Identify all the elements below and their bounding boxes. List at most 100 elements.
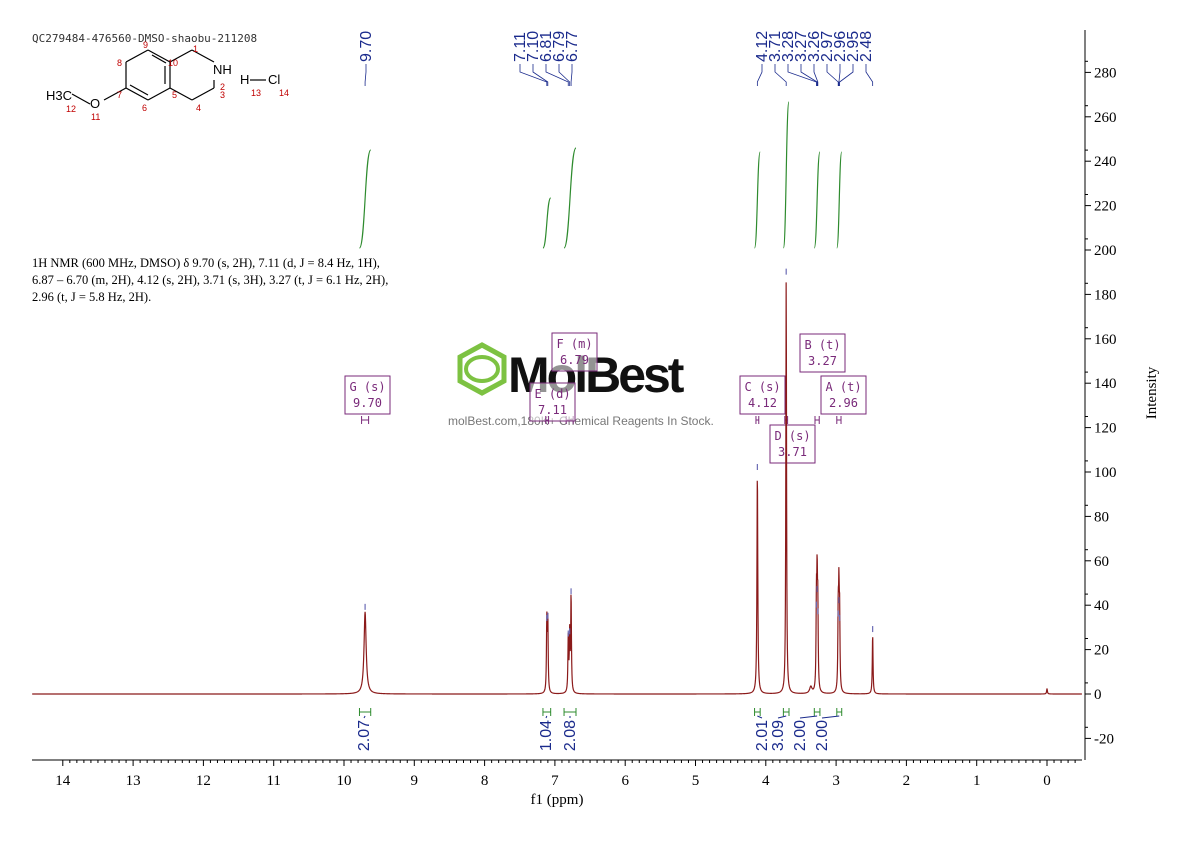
- integral-value: 3.09: [770, 720, 787, 751]
- peak-label: 6.79: [551, 31, 568, 62]
- atom-methyl: H3C: [46, 88, 72, 103]
- multiplet-shift: 6.79: [560, 353, 589, 367]
- y-tick-label: 80: [1094, 509, 1109, 525]
- y-tick-label: -20: [1094, 731, 1114, 747]
- multiplet-label: C (s): [744, 380, 780, 394]
- peak-label: 2.48: [858, 31, 875, 62]
- y-tick-label: 20: [1094, 643, 1109, 659]
- atom-oxygen: O: [90, 96, 100, 111]
- atom-hydrogen: H: [240, 72, 249, 87]
- watermark: MolBest molBest.com,180K+ Chemical Reage…: [448, 342, 714, 428]
- atom-number-8: 8: [117, 58, 122, 68]
- atom-number-5: 5: [172, 90, 177, 100]
- peak-label: 2.97: [819, 31, 836, 62]
- x-tick-label: 10: [337, 773, 352, 789]
- atom-number-13: 13: [251, 88, 261, 98]
- x-tick-label: 13: [126, 773, 141, 789]
- multiplet-shift: 3.27: [808, 354, 837, 368]
- molbest-logo-ring: [464, 355, 500, 383]
- atom-number-11: 11: [91, 112, 100, 122]
- atom-number-7: 7: [117, 90, 122, 100]
- multiplet-box: [739, 375, 786, 415]
- peak-label: 4.12: [754, 31, 771, 62]
- peak-label-connector: [839, 64, 854, 86]
- y-tick-label: 160: [1094, 332, 1117, 348]
- peak-label-connector: [364, 64, 367, 86]
- multiplet-box: [769, 424, 816, 464]
- multiplet-label: D (s): [774, 429, 810, 443]
- y-tick-label: 100: [1094, 465, 1117, 481]
- multiplet-box: [799, 333, 846, 373]
- watermark-tagline: molBest.com,180K+ Chemical Reagents In S…: [448, 414, 714, 428]
- y-tick-label: 120: [1094, 421, 1117, 437]
- integral-value: 2.00: [814, 720, 831, 751]
- peak-label-connector: [545, 64, 569, 86]
- y-tick-label: 0: [1094, 687, 1102, 703]
- multiplet-label: B (t): [804, 338, 840, 352]
- y-tick-label: 240: [1094, 154, 1117, 170]
- peak-label-connector: [787, 64, 817, 86]
- peak-label: 3.26: [806, 31, 823, 62]
- atom-number-3: 3: [220, 90, 225, 100]
- atom-amine: NH: [213, 62, 232, 77]
- x-tick-label: 3: [832, 773, 840, 789]
- multiplet-label: G (s): [349, 380, 385, 394]
- peak-label-connector: [532, 64, 549, 86]
- x-tick-label: 12: [196, 773, 211, 789]
- multiplet-boxes: G (s)9.70F (m)6.79E (d)7.11C (s)4.12D (s…: [344, 332, 867, 464]
- peak-label-connector: [774, 64, 787, 86]
- y-tick-label: 180: [1094, 287, 1117, 303]
- multiplet-shift: 3.71: [778, 445, 807, 459]
- multiplet-shift: 4.12: [748, 396, 777, 410]
- y-tick-label: 220: [1094, 199, 1117, 215]
- integral-value: 2.07: [356, 720, 373, 751]
- x-tick-label: 6: [621, 773, 629, 789]
- x-tick-label: 9: [411, 773, 419, 789]
- atom-number-10: 10: [168, 58, 178, 68]
- x-tick-label: 0: [1043, 773, 1051, 789]
- chemical-structure: [71, 49, 266, 105]
- peak-label-connector: [558, 64, 571, 86]
- x-tick-label: 11: [266, 773, 280, 789]
- peak-label-connector: [838, 64, 841, 86]
- peak-label: 2.96: [832, 31, 849, 62]
- peak-label-connector: [519, 64, 548, 86]
- integral-curve: [813, 151, 821, 249]
- spectrum-line: [32, 282, 1082, 695]
- peak-label-connector: [570, 64, 573, 86]
- peak-label: 7.10: [525, 31, 542, 62]
- multiplet-label: A (t): [825, 380, 861, 394]
- sample-id: QC279484-476560-DMSO-shaobu-211208: [32, 32, 257, 45]
- integral-value: 1.04: [538, 720, 555, 751]
- multiplet-box: [820, 375, 867, 415]
- peak-label: 6.81: [538, 31, 555, 62]
- integral-value: 2.01: [754, 720, 771, 751]
- atom-number-14: 14: [279, 88, 289, 98]
- nmr-description: 1H NMR (600 MHz, DMSO) δ 9.70 (s, 2H), 7…: [32, 256, 389, 304]
- y-axis-title: Intensity: [1144, 366, 1160, 419]
- integral-curve: [836, 151, 843, 249]
- spectrum-trace: [32, 268, 1082, 695]
- integral-connector: [757, 715, 763, 719]
- y-tick-label: 200: [1094, 243, 1117, 259]
- y-tick-label: 60: [1094, 554, 1109, 570]
- peak-label-connector: [756, 64, 763, 86]
- integral-curve: [542, 197, 552, 249]
- x-tick-label: 2: [903, 773, 911, 789]
- multiplet-box: [551, 332, 598, 372]
- integral-value: 2.00: [792, 720, 809, 751]
- x-axis-title: f1 (ppm): [531, 792, 584, 808]
- peak-label: 3.71: [767, 31, 784, 62]
- integral-curves: [358, 101, 843, 249]
- molbest-logo-icon: [457, 342, 507, 396]
- peak-label: 6.77: [564, 31, 581, 62]
- x-tick-label: 1: [973, 773, 981, 789]
- peak-label-connector: [813, 64, 819, 86]
- integral-curve: [563, 147, 577, 249]
- multiplet-box: [344, 375, 391, 415]
- integral-connector: [777, 715, 787, 719]
- atom-number-12: 12: [66, 104, 76, 114]
- atom-number-9: 9: [143, 40, 148, 50]
- x-tick-label: 14: [55, 773, 71, 789]
